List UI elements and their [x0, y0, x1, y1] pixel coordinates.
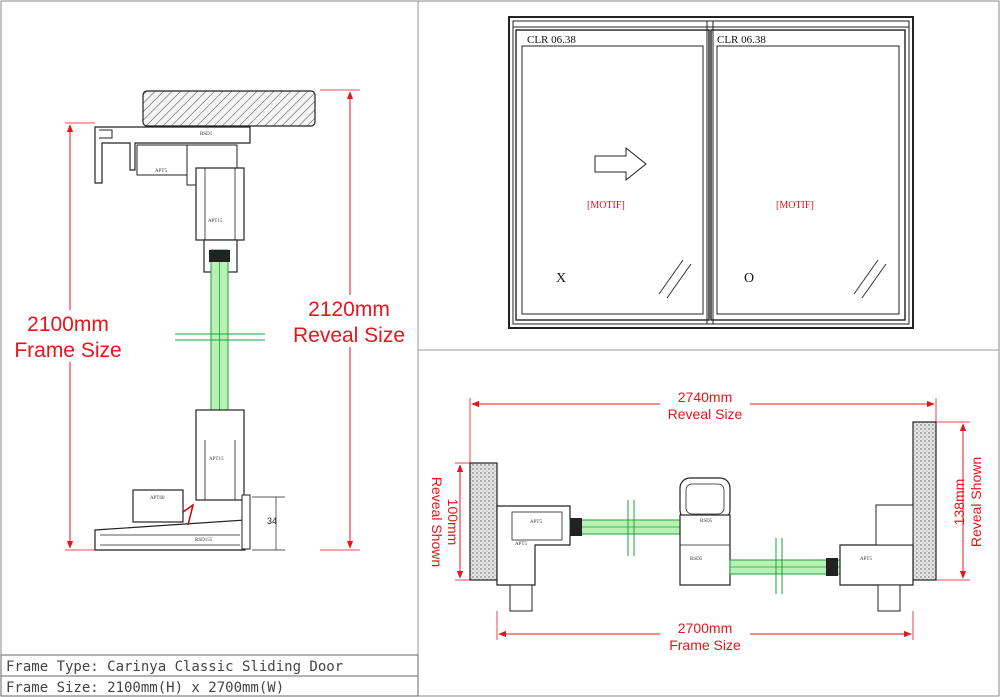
profile-label-top-sash: APT15: [208, 219, 223, 224]
horizontal-section: APT5 RSD5 RSD5 APT5 APT5 2740mm Reveal S…: [429, 385, 984, 653]
profile-label-left-jamb: APT5: [530, 520, 542, 525]
frame-height-value: 2100mm: [27, 313, 109, 336]
profile-label-sill: RSD155: [195, 538, 213, 543]
reveal-height-value: 2120mm: [308, 298, 390, 321]
left-panel-mark: X: [556, 271, 566, 286]
reveal-width-value: 2740mm: [678, 389, 732, 405]
right-panel-mark: O: [744, 271, 754, 286]
left-panel-glass-label: CLR 06.38: [527, 34, 576, 46]
right-motif-label: [MOTIF]: [776, 200, 814, 211]
left-reveal-label: Reveal Shown: [429, 477, 445, 567]
profile-label-interlock-top: RSD5: [700, 519, 713, 524]
frame-type-text: Frame Type: Carinya Classic Sliding Door: [6, 659, 343, 675]
sill-dimension: 34: [267, 516, 277, 526]
frame-width-label: Frame Size: [669, 637, 741, 653]
door-elevation: CLR 06.38 CLR 06.38 [MOTIF] [MOTIF] X O: [508, 16, 914, 329]
reveal-height-label: Reveal Size: [293, 324, 405, 347]
profile-label-sill-track: APT60: [150, 496, 165, 501]
profile-label-head-track: APT5: [155, 169, 167, 174]
profile-label-interlock-bottom: RSD5: [690, 557, 703, 562]
profile-label-bottom-sash: APT15: [209, 457, 224, 462]
profile-label-right-jamb: APT5: [860, 557, 872, 562]
sliding-direction-arrow-icon: [594, 146, 647, 182]
right-panel-glass-label: CLR 06.38: [717, 34, 766, 46]
left-motif-label: [MOTIF]: [587, 200, 625, 211]
vertical-section: RSD1 APT5 APT15 APT15 APT60 RSD155 34: [6, 89, 415, 551]
frame-size-text: Frame Size: 2100mm(H) x 2700mm(W): [6, 680, 284, 696]
profile-label-left-jamb-2: APT5: [515, 542, 527, 547]
profile-label-head: RSD1: [200, 132, 213, 137]
frame-width-value: 2700mm: [678, 620, 732, 636]
right-reveal-value: 138mm: [951, 479, 967, 526]
left-reveal-value: 100mm: [445, 499, 461, 546]
frame-height-label: Frame Size: [14, 339, 121, 362]
reveal-width-label: Reveal Size: [668, 406, 743, 422]
right-reveal-label: Reveal Shown: [968, 457, 984, 547]
